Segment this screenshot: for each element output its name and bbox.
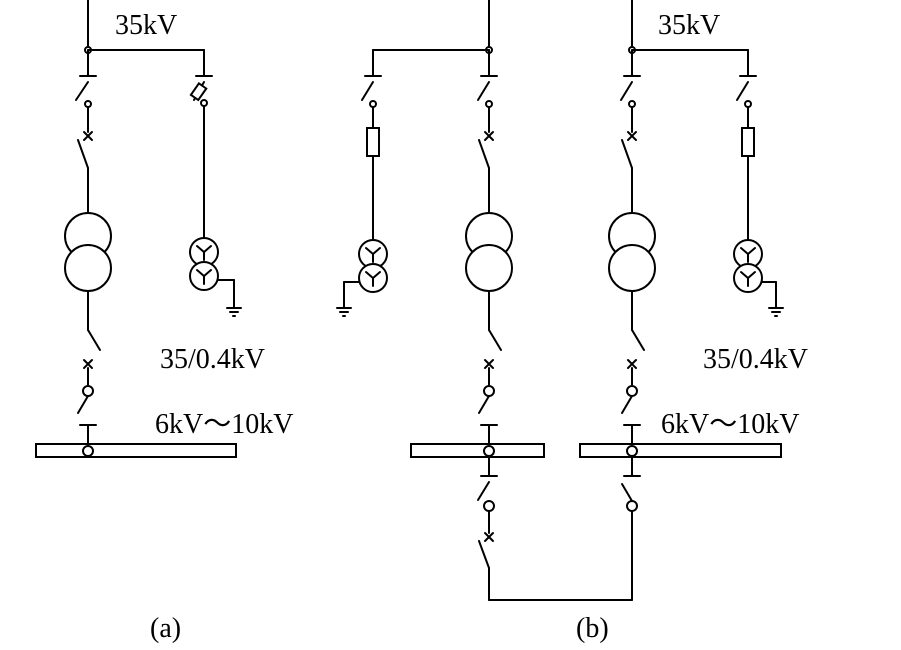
- hv-incoming-line-b-right: [628, 0, 749, 77]
- station-service-feeder-b-right: [733, 75, 784, 317]
- lv-label-a: 6kV～10kV: [155, 409, 293, 440]
- fuse-b-right: [741, 127, 755, 157]
- main-transformer-feeder-a: [64, 49, 112, 445]
- main-transformer-lv-winding-a: [64, 244, 112, 292]
- main-transformer-feeder-b-left: [465, 75, 513, 445]
- hv-incoming-line-a: [84, 0, 205, 77]
- diagram-b: 35kV 35/0.4kV 6kV～10kV (b): [336, 0, 808, 644]
- main-transformer-lv-winding-b-left: [465, 244, 513, 292]
- caption-b: (b): [576, 613, 609, 644]
- hv-label-b: 35kV: [658, 10, 720, 41]
- ratio-label-b: 35/0.4kV: [703, 344, 808, 375]
- hv-label-a: 35kV: [115, 10, 177, 41]
- hv-incoming-line-b-left: [372, 0, 493, 77]
- main-transformer-feeder-b-right: [608, 75, 656, 445]
- lv-busbar-a: [35, 443, 237, 458]
- main-transformer-lv-winding-b-right: [608, 244, 656, 292]
- diagram-a: 35kV 35/0.4kV 6kV～10kV (a): [35, 0, 293, 644]
- lv-label-b: 6kV～10kV: [661, 409, 799, 440]
- lv-busbar-b-right: [579, 443, 782, 458]
- fuse-b-left: [366, 127, 380, 157]
- bus-tie-b: [477, 456, 641, 601]
- station-service-feeder-a: [189, 75, 242, 317]
- ratio-label-a: 35/0.4kV: [160, 344, 265, 375]
- caption-a: (a): [150, 613, 181, 644]
- lv-busbar-b-left: [410, 443, 545, 458]
- station-service-feeder-b-left: [336, 75, 388, 317]
